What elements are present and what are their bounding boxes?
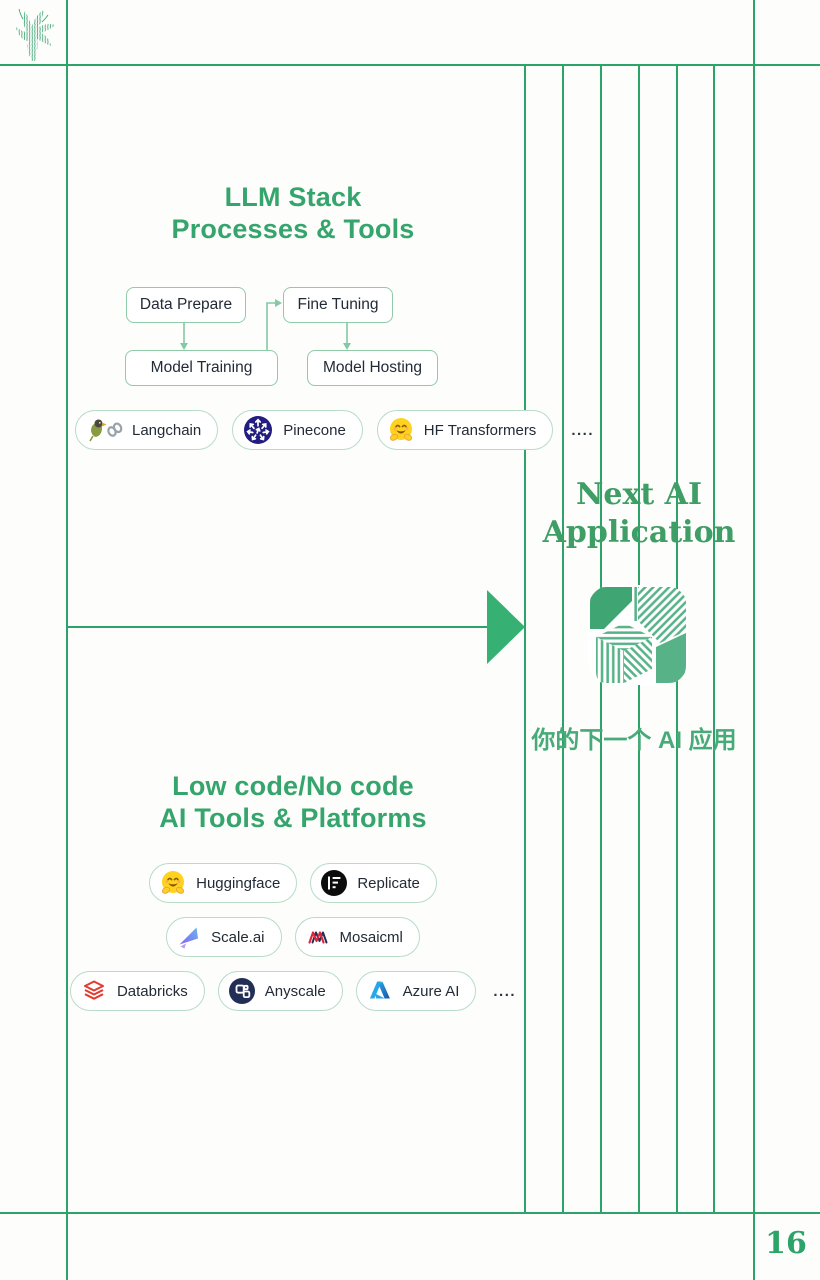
pill-label: Azure AI <box>402 982 460 1000</box>
pill-langchain: Langchain <box>75 410 219 450</box>
pill-label: Huggingface <box>196 874 281 892</box>
grid-hline-top <box>0 64 820 66</box>
next-ai-title-line1: Next AI <box>575 477 702 512</box>
llm-stack-title-line1: LLM Stack <box>224 182 362 212</box>
pill-label: Pinecone <box>283 421 346 439</box>
flow-box-label: Fine Tuning <box>297 296 379 313</box>
flow-box-model-hosting: Model Hosting <box>307 350 438 386</box>
pill-pinecone: Pinecone <box>232 410 363 450</box>
flow-box-label: Model Hosting <box>322 359 423 376</box>
pill-replicate: Replicate <box>310 863 437 903</box>
pill-azure-ai: Azure AI <box>355 971 477 1011</box>
grid-vline-left <box>66 0 68 1280</box>
pill-label: Mosaicml <box>339 928 403 946</box>
lowcode-row-1: Huggingface Replicate <box>67 863 519 903</box>
lowcode-row-2: Scale.ai Mosaicml <box>67 917 519 957</box>
lowcode-title-line2: AI Tools & Platforms <box>159 803 427 833</box>
llm-tools-row: Langchain Pine <box>75 410 594 450</box>
flow-arrow-line <box>66 626 489 629</box>
flow-arrow-head-icon <box>487 590 525 664</box>
flow-connectors <box>180 299 351 350</box>
pill-label: HF Transformers <box>423 421 537 439</box>
azure-ai-icon <box>366 977 394 1005</box>
flow-box-model-training: Model Training <box>125 350 278 386</box>
next-ai-application-title: Next AI Application <box>520 476 758 552</box>
next-app-striped-cube-logo-icon <box>588 585 688 685</box>
langchain-parrot-chain-icon <box>85 417 123 443</box>
next-ai-title-line2: Application <box>542 515 736 550</box>
grid-vline-right <box>753 0 755 1280</box>
llm-stack-title-line2: Processes & Tools <box>171 214 415 244</box>
flow-box-label: Data Prepare <box>139 296 233 313</box>
replicate-icon <box>320 869 348 897</box>
pill-label: Replicate <box>357 874 420 892</box>
pill-hf-transformers: HF Transformers <box>376 410 554 450</box>
pill-mosaicml: Mosaicml <box>294 917 420 957</box>
flow-box-data-prepare: Data Prepare <box>126 287 246 323</box>
flow-box-fine-tuning: Fine Tuning <box>283 287 393 323</box>
pill-huggingface: Huggingface <box>149 863 298 903</box>
llm-stack-title: LLM Stack Processes & Tools <box>67 181 519 245</box>
hatched-deer-logo-icon <box>8 3 64 63</box>
databricks-icon <box>80 977 108 1005</box>
lowcode-title: Low code/No code AI Tools & Platforms <box>67 770 519 834</box>
scale-ai-icon <box>176 924 202 950</box>
more-tools-dots: .... <box>571 421 594 439</box>
pill-anyscale: Anyscale <box>217 971 343 1011</box>
grid-vline-6 <box>713 65 715 1212</box>
mosaicml-icon <box>305 924 331 950</box>
grid-hline-bottom <box>0 1212 820 1214</box>
page-number: 16 <box>765 1226 807 1261</box>
pill-label: Databricks <box>116 982 188 1000</box>
next-app-caption-cn: 你的下一个 AI 应用 <box>531 727 737 754</box>
pill-label: Anyscale <box>264 982 326 1000</box>
lowcode-title-line1: Low code/No code <box>172 771 414 801</box>
pill-label: Scale.ai <box>211 928 265 946</box>
anyscale-icon <box>228 977 256 1005</box>
more-platforms-dots: .... <box>493 982 517 1000</box>
hugging-face-icon <box>159 869 187 897</box>
lowcode-row-3: Databricks Anyscale <box>67 971 519 1011</box>
hugging-face-icon <box>387 416 415 444</box>
grid-vline-2 <box>562 65 564 1212</box>
pill-scale-ai: Scale.ai <box>166 917 282 957</box>
pill-databricks: Databricks <box>69 971 205 1011</box>
pill-label: Langchain <box>132 421 202 439</box>
pinecone-arrows-icon <box>242 414 274 446</box>
flow-box-label: Model Training <box>150 359 253 376</box>
